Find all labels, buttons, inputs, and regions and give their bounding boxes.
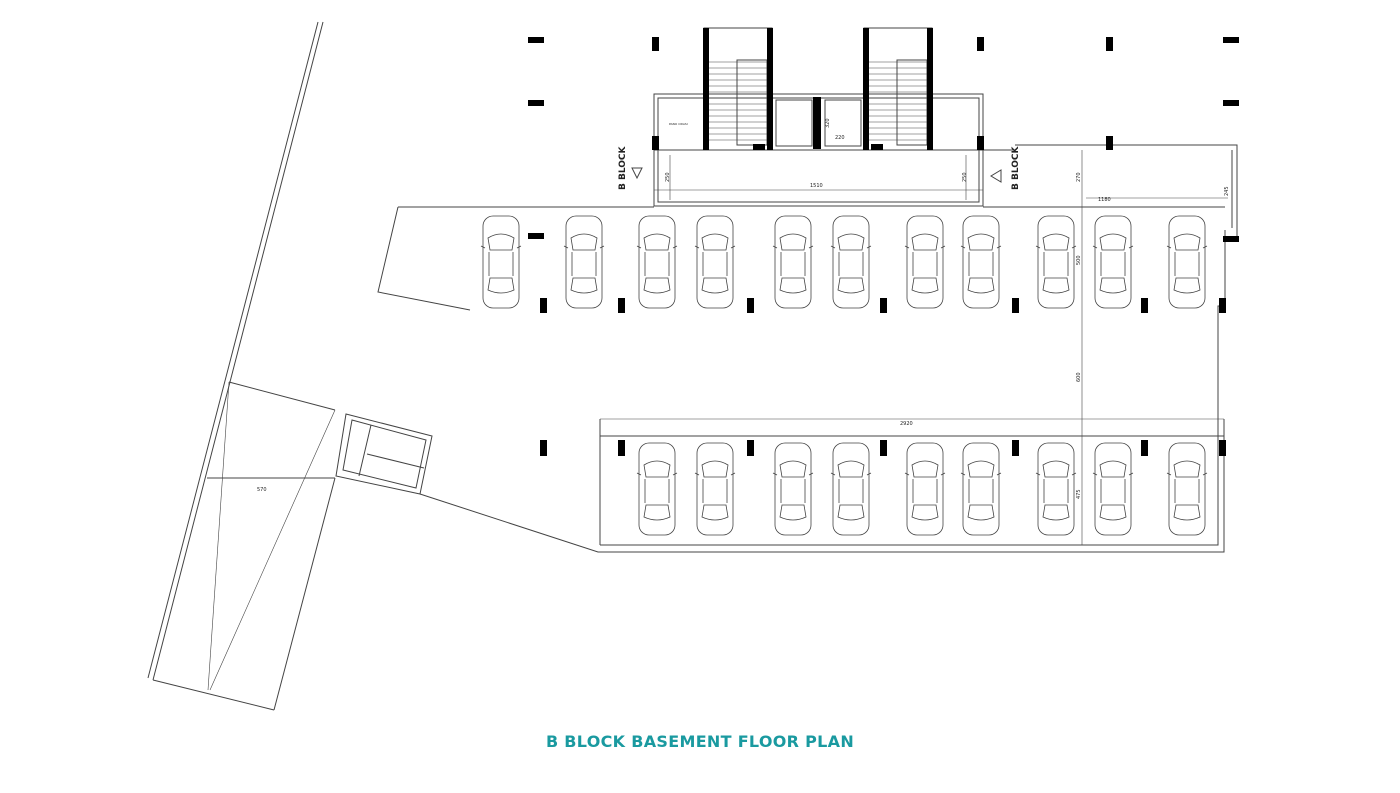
column bbox=[1012, 298, 1019, 313]
stair-treads bbox=[869, 61, 927, 141]
parking-row-lower bbox=[636, 442, 1208, 536]
dim-row2-depth: 475 bbox=[1076, 489, 1082, 499]
car-icon bbox=[694, 442, 736, 536]
column bbox=[1141, 440, 1148, 456]
dim-lobby-left-height: 250 bbox=[665, 172, 671, 182]
structural-columns bbox=[528, 28, 1239, 456]
column bbox=[880, 298, 887, 313]
column bbox=[767, 28, 773, 150]
car-icon bbox=[1092, 215, 1134, 309]
dim-lobby-right-height: 250 bbox=[962, 172, 968, 182]
dim-aisle-width: 600 bbox=[1076, 372, 1082, 382]
column bbox=[1219, 298, 1226, 313]
column bbox=[927, 28, 933, 150]
column bbox=[1223, 236, 1239, 242]
column bbox=[747, 298, 754, 313]
dim-east-edge: 245 bbox=[1224, 186, 1230, 196]
car-icon bbox=[772, 442, 814, 536]
column bbox=[880, 440, 887, 456]
column bbox=[753, 144, 765, 150]
column bbox=[863, 28, 869, 150]
stair-core-right bbox=[863, 27, 933, 151]
column bbox=[652, 136, 659, 150]
dim-east-wing-width: 1180 bbox=[1098, 197, 1111, 203]
dim-east-wing-height: 270 bbox=[1076, 172, 1082, 182]
car-icon bbox=[636, 442, 678, 536]
column bbox=[652, 37, 659, 51]
dim-lobby-width: 1510 bbox=[810, 183, 823, 189]
car-icon bbox=[904, 442, 946, 536]
stair-treads bbox=[709, 61, 767, 141]
column bbox=[1223, 100, 1239, 106]
room-label: PANO ODASI bbox=[669, 122, 688, 126]
plan-caption: B BLOCK BASEMENT FLOOR PLAN bbox=[545, 732, 855, 751]
car-icon bbox=[1166, 442, 1208, 536]
column bbox=[1106, 37, 1113, 51]
parking-row-upper bbox=[480, 215, 1208, 309]
column bbox=[977, 136, 984, 150]
car-icon bbox=[1035, 215, 1077, 309]
column bbox=[1141, 298, 1148, 313]
car-icon bbox=[1035, 442, 1077, 536]
block-label-right-group: B BLOCK bbox=[990, 145, 1021, 190]
column bbox=[1012, 440, 1019, 456]
car-icon bbox=[563, 215, 605, 309]
column bbox=[871, 144, 883, 150]
column bbox=[528, 100, 544, 106]
ramp bbox=[147, 21, 336, 711]
column bbox=[528, 233, 544, 239]
column bbox=[540, 298, 547, 313]
dim-stair-gap-horizontal: 220 bbox=[835, 135, 845, 141]
column bbox=[1219, 440, 1226, 456]
parking-area bbox=[377, 206, 1226, 553]
dim-stair-gap-vertical: 320 bbox=[825, 118, 831, 128]
column bbox=[747, 440, 754, 456]
column bbox=[977, 37, 984, 51]
car-icon bbox=[694, 215, 736, 309]
dim-row1-depth: 500 bbox=[1076, 255, 1082, 265]
column bbox=[1223, 37, 1239, 43]
column bbox=[618, 440, 625, 456]
car-icon bbox=[960, 215, 1002, 309]
car-icon bbox=[830, 215, 872, 309]
car-icon bbox=[480, 215, 522, 309]
column bbox=[540, 440, 547, 456]
block-label-left-group: B BLOCK bbox=[618, 145, 643, 190]
car-icon bbox=[830, 442, 872, 536]
car-icon bbox=[1166, 215, 1208, 309]
block-label-left: B BLOCK bbox=[618, 145, 628, 190]
car-icon bbox=[904, 215, 946, 309]
column bbox=[1106, 136, 1113, 150]
car-icon bbox=[636, 215, 678, 309]
dim-ramp-width: 570 bbox=[257, 487, 267, 493]
column bbox=[813, 97, 821, 149]
column bbox=[703, 28, 709, 150]
column bbox=[618, 298, 625, 313]
car-icon bbox=[1092, 442, 1134, 536]
car-icon bbox=[960, 442, 1002, 536]
entry-arrow-left-icon bbox=[631, 167, 643, 180]
ramp-stair bbox=[335, 413, 433, 495]
car-icon bbox=[772, 215, 814, 309]
block-label-right: B BLOCK bbox=[1011, 145, 1021, 190]
column bbox=[528, 37, 544, 43]
entry-arrow-right-icon bbox=[990, 169, 1002, 183]
stair-core-left bbox=[703, 27, 773, 151]
dim-lower-row-length: 2920 bbox=[900, 421, 913, 427]
